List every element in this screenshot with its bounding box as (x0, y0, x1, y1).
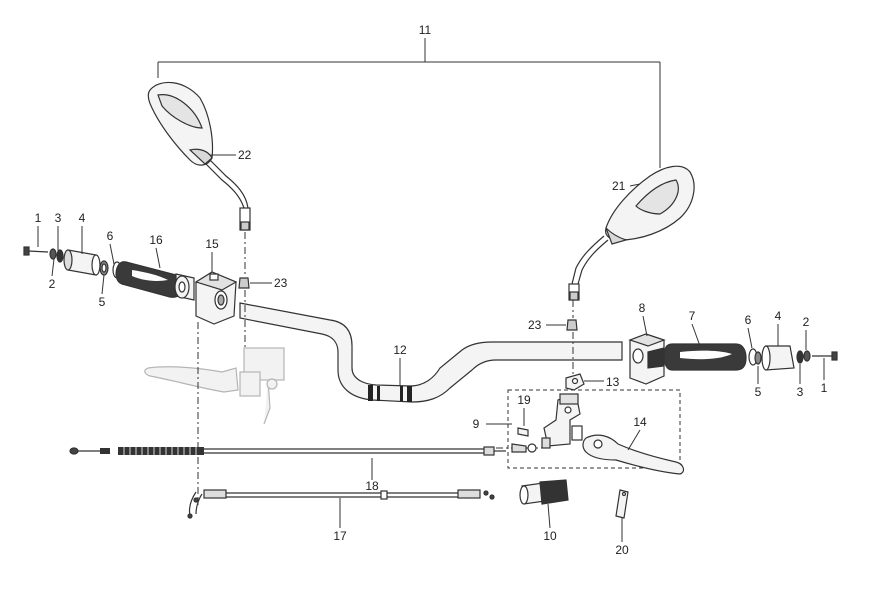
left-master-cylinder-ghost (144, 347, 285, 425)
pin-19 (517, 427, 529, 437)
label-11: 11 (419, 23, 432, 37)
left-bar-end-bolt (23, 246, 49, 256)
handlebar (239, 302, 623, 403)
pin-20 (615, 489, 629, 519)
label-5-right: 5 (755, 385, 762, 399)
left-switch-housing (194, 271, 238, 325)
cable-17 (187, 489, 495, 519)
label-15: 15 (205, 237, 219, 251)
callout-labels: 11 22 21 1 3 4 6 16 15 2 5 23 23 12 8 7 … (35, 23, 828, 557)
label-3-right: 3 (797, 385, 804, 399)
cable-18 (69, 446, 506, 456)
left-bar-end-weight (63, 249, 101, 276)
label-9: 9 (473, 417, 480, 431)
brake-master-body-9 (511, 393, 583, 453)
left-washer-3 (56, 249, 64, 263)
label-18: 18 (365, 479, 379, 493)
leader-lines (37, 154, 825, 542)
right-mirror (568, 165, 695, 301)
label-3-left: 3 (55, 211, 62, 225)
label-23-left: 23 (274, 276, 288, 290)
brake-lever-14 (582, 434, 685, 475)
label-19: 19 (517, 393, 531, 407)
label-23-right: 23 (528, 318, 542, 332)
left-mirror (147, 81, 251, 231)
lever-bracket-13 (565, 373, 585, 391)
right-throttle-housing (628, 333, 666, 385)
left-spacer-5 (99, 260, 109, 276)
left-mirror-nut (238, 277, 250, 289)
label-16: 16 (149, 233, 163, 247)
label-10: 10 (543, 529, 557, 543)
label-12: 12 (393, 343, 407, 357)
label-21: 21 (612, 179, 626, 193)
mirror-set-bracket (157, 38, 661, 168)
label-6-left: 6 (107, 229, 114, 243)
brake-lever-group-box (507, 389, 681, 469)
label-22: 22 (238, 148, 252, 162)
right-bar-end-bolt (812, 351, 838, 361)
right-grip (663, 343, 747, 371)
label-8: 8 (639, 301, 646, 315)
left-washer-2 (49, 248, 57, 260)
label-17: 17 (333, 529, 347, 543)
right-washer-2 (803, 350, 811, 362)
label-20: 20 (615, 543, 629, 557)
label-2-right: 2 (803, 315, 810, 329)
label-14: 14 (633, 415, 647, 429)
label-1-right: 1 (821, 381, 828, 395)
label-4-right: 4 (775, 309, 782, 323)
left-grip (115, 261, 195, 301)
label-6-right: 6 (745, 313, 752, 327)
right-mirror-nut (566, 319, 578, 331)
label-1-left: 1 (35, 211, 42, 225)
throttle-sleeve-10 (519, 479, 569, 505)
label-13: 13 (606, 375, 620, 389)
label-7: 7 (689, 309, 696, 323)
right-spacer-5 (754, 351, 762, 365)
right-washer-3 (796, 350, 804, 364)
label-4-left: 4 (79, 211, 86, 225)
right-bar-end-weight (761, 345, 795, 371)
label-2-left: 2 (49, 277, 56, 291)
label-5-left: 5 (99, 295, 106, 309)
